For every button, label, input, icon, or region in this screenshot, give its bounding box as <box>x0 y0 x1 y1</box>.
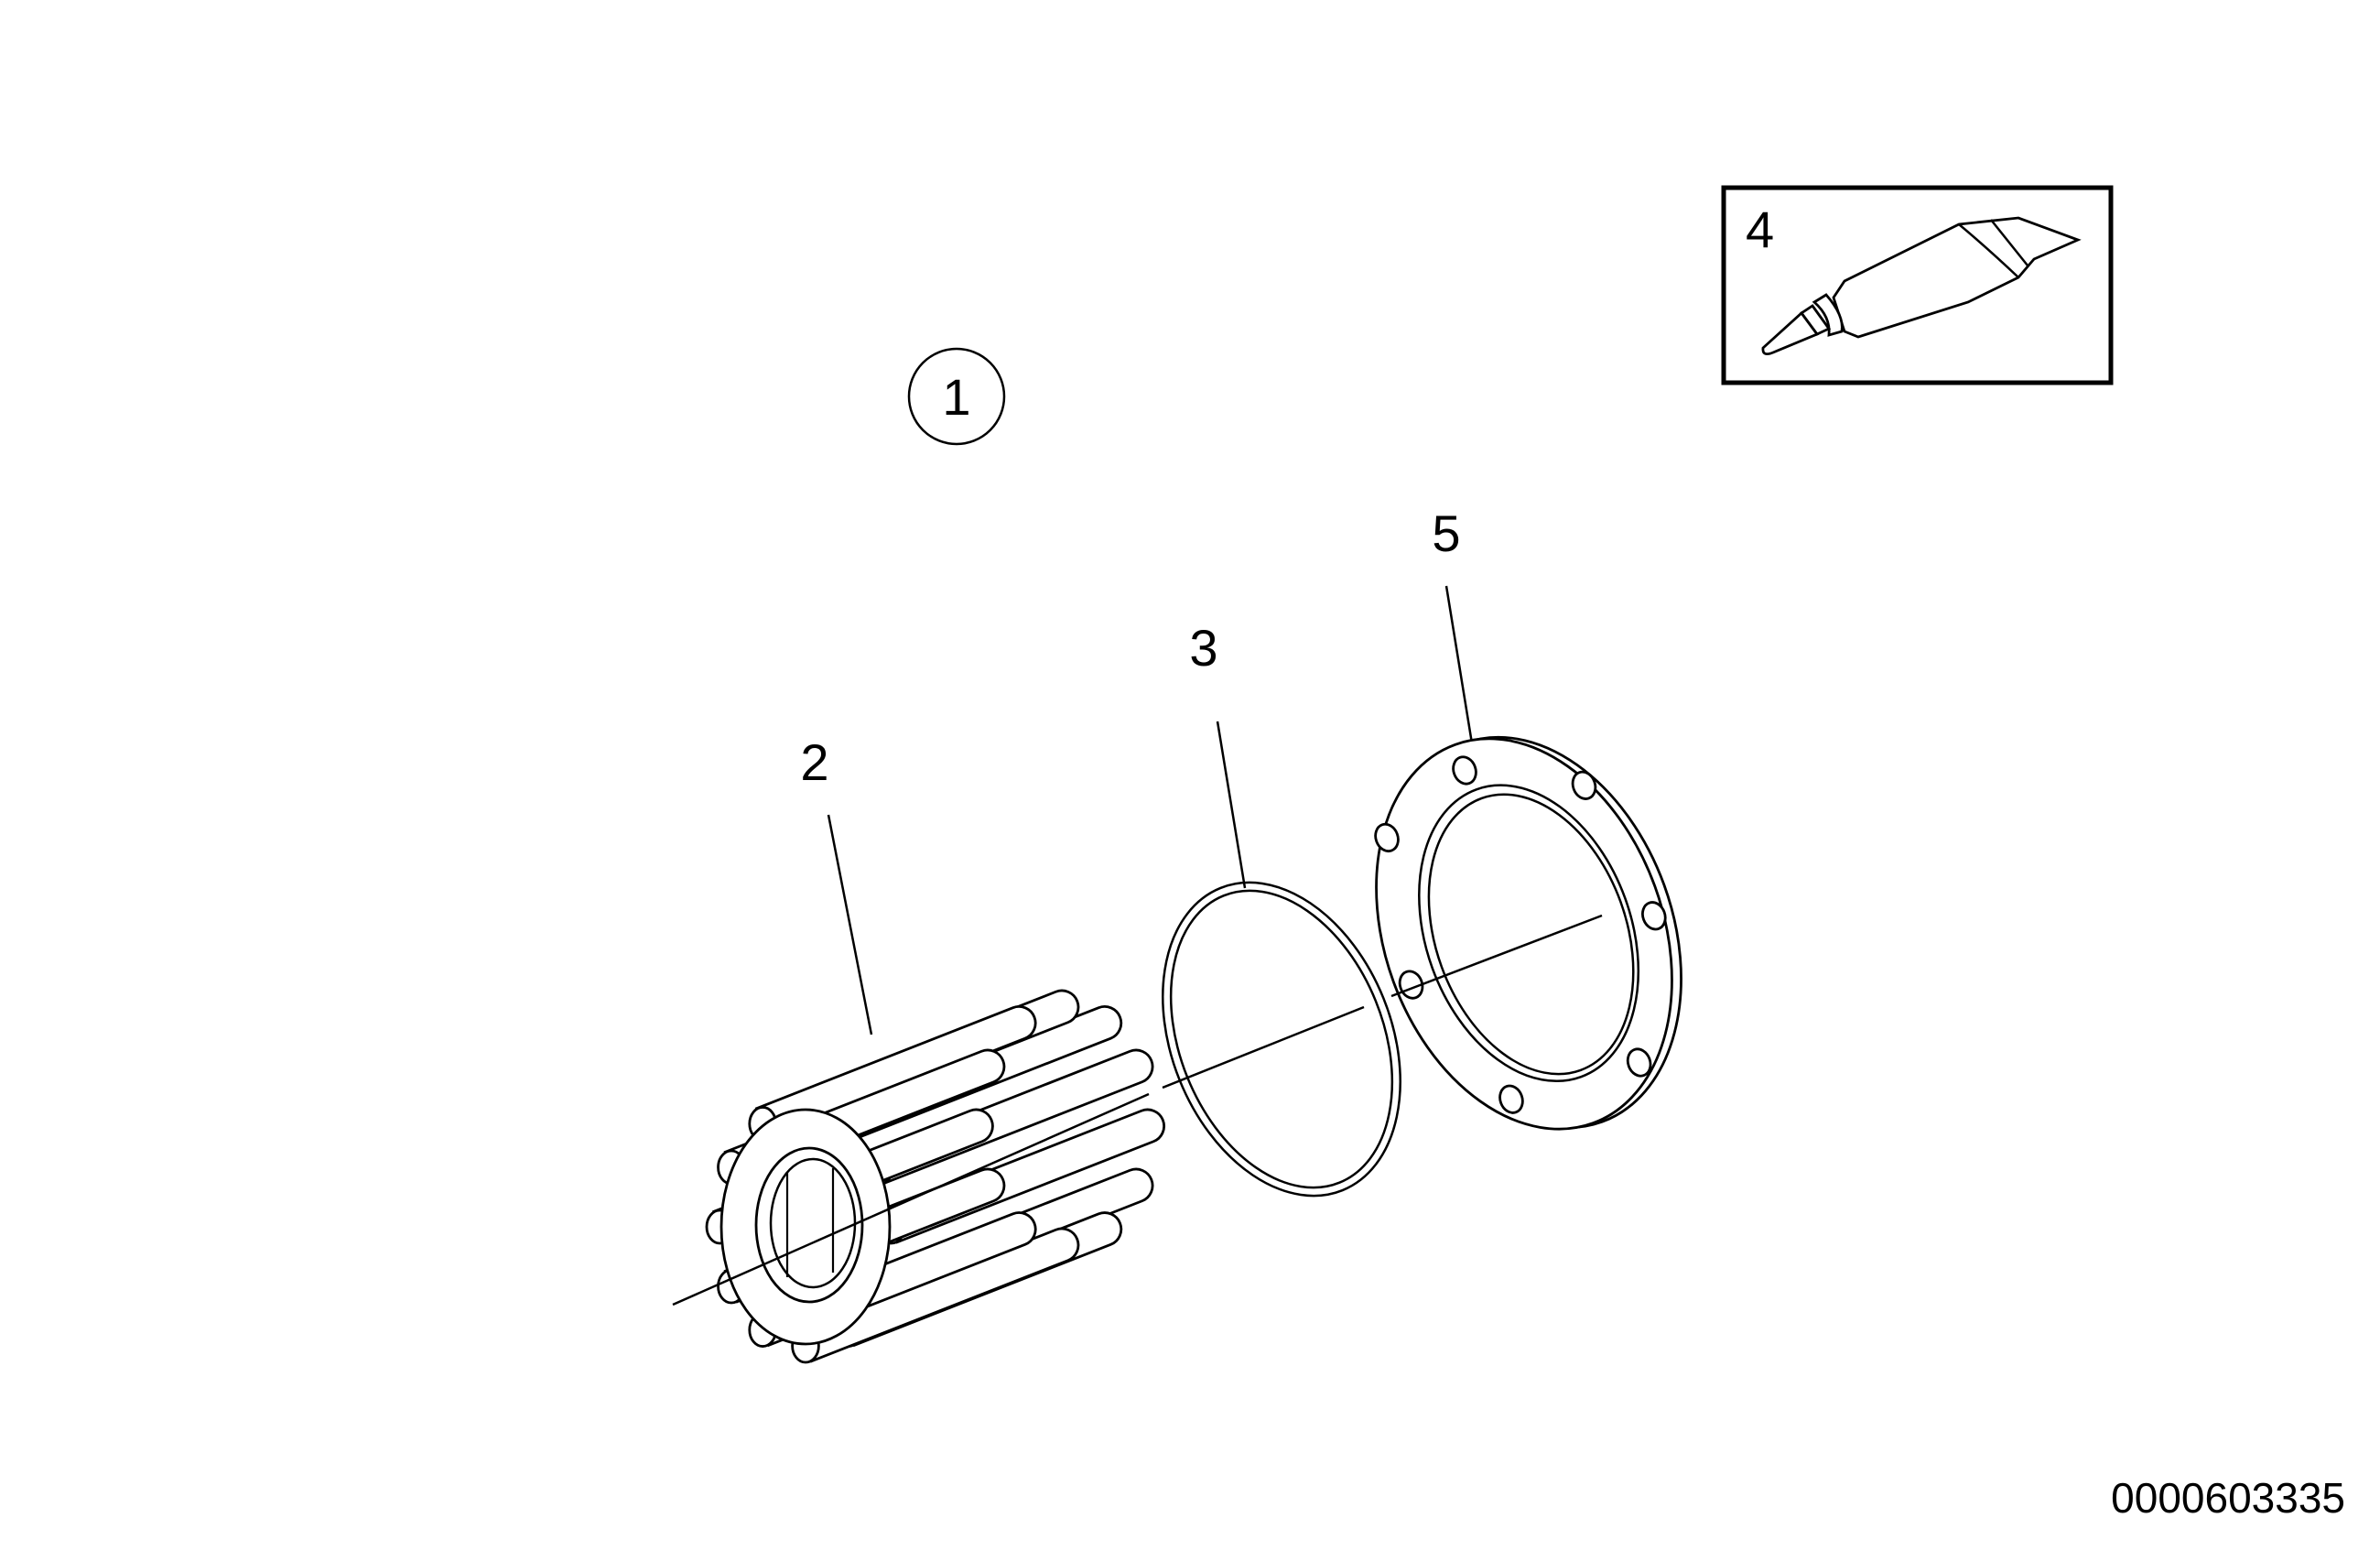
leader-line-2 <box>827 814 873 1035</box>
drawing-number: 0000603335 <box>2111 1474 2345 1522</box>
impeller-vane <box>754 1005 1037 1141</box>
gasket-icon <box>1374 735 1682 1131</box>
callout-3: 3 <box>1189 619 1217 677</box>
impeller-part: 2 <box>705 733 1165 1364</box>
impeller-icon <box>705 989 1165 1364</box>
gasket-part: 5 <box>1374 504 1682 1131</box>
center-axis <box>672 914 1603 1306</box>
leader-line-5 <box>1444 585 1474 744</box>
impeller-bore <box>754 1146 864 1304</box>
callout-5: 5 <box>1432 504 1460 562</box>
impeller-vane <box>797 1227 1080 1363</box>
lubricant-tube-icon <box>1761 216 2082 356</box>
lubricant-tube-part: 4 <box>1721 185 2114 385</box>
callout-4: 4 <box>1746 201 1774 258</box>
leader-line-3 <box>1216 721 1247 889</box>
lubricant-box-frame <box>1721 185 2114 385</box>
callout-2: 2 <box>800 733 828 791</box>
assembly-callout-label: 1 <box>942 368 970 426</box>
impeller-spline <box>785 1168 835 1277</box>
assembly-callout: 1 <box>907 347 1006 446</box>
